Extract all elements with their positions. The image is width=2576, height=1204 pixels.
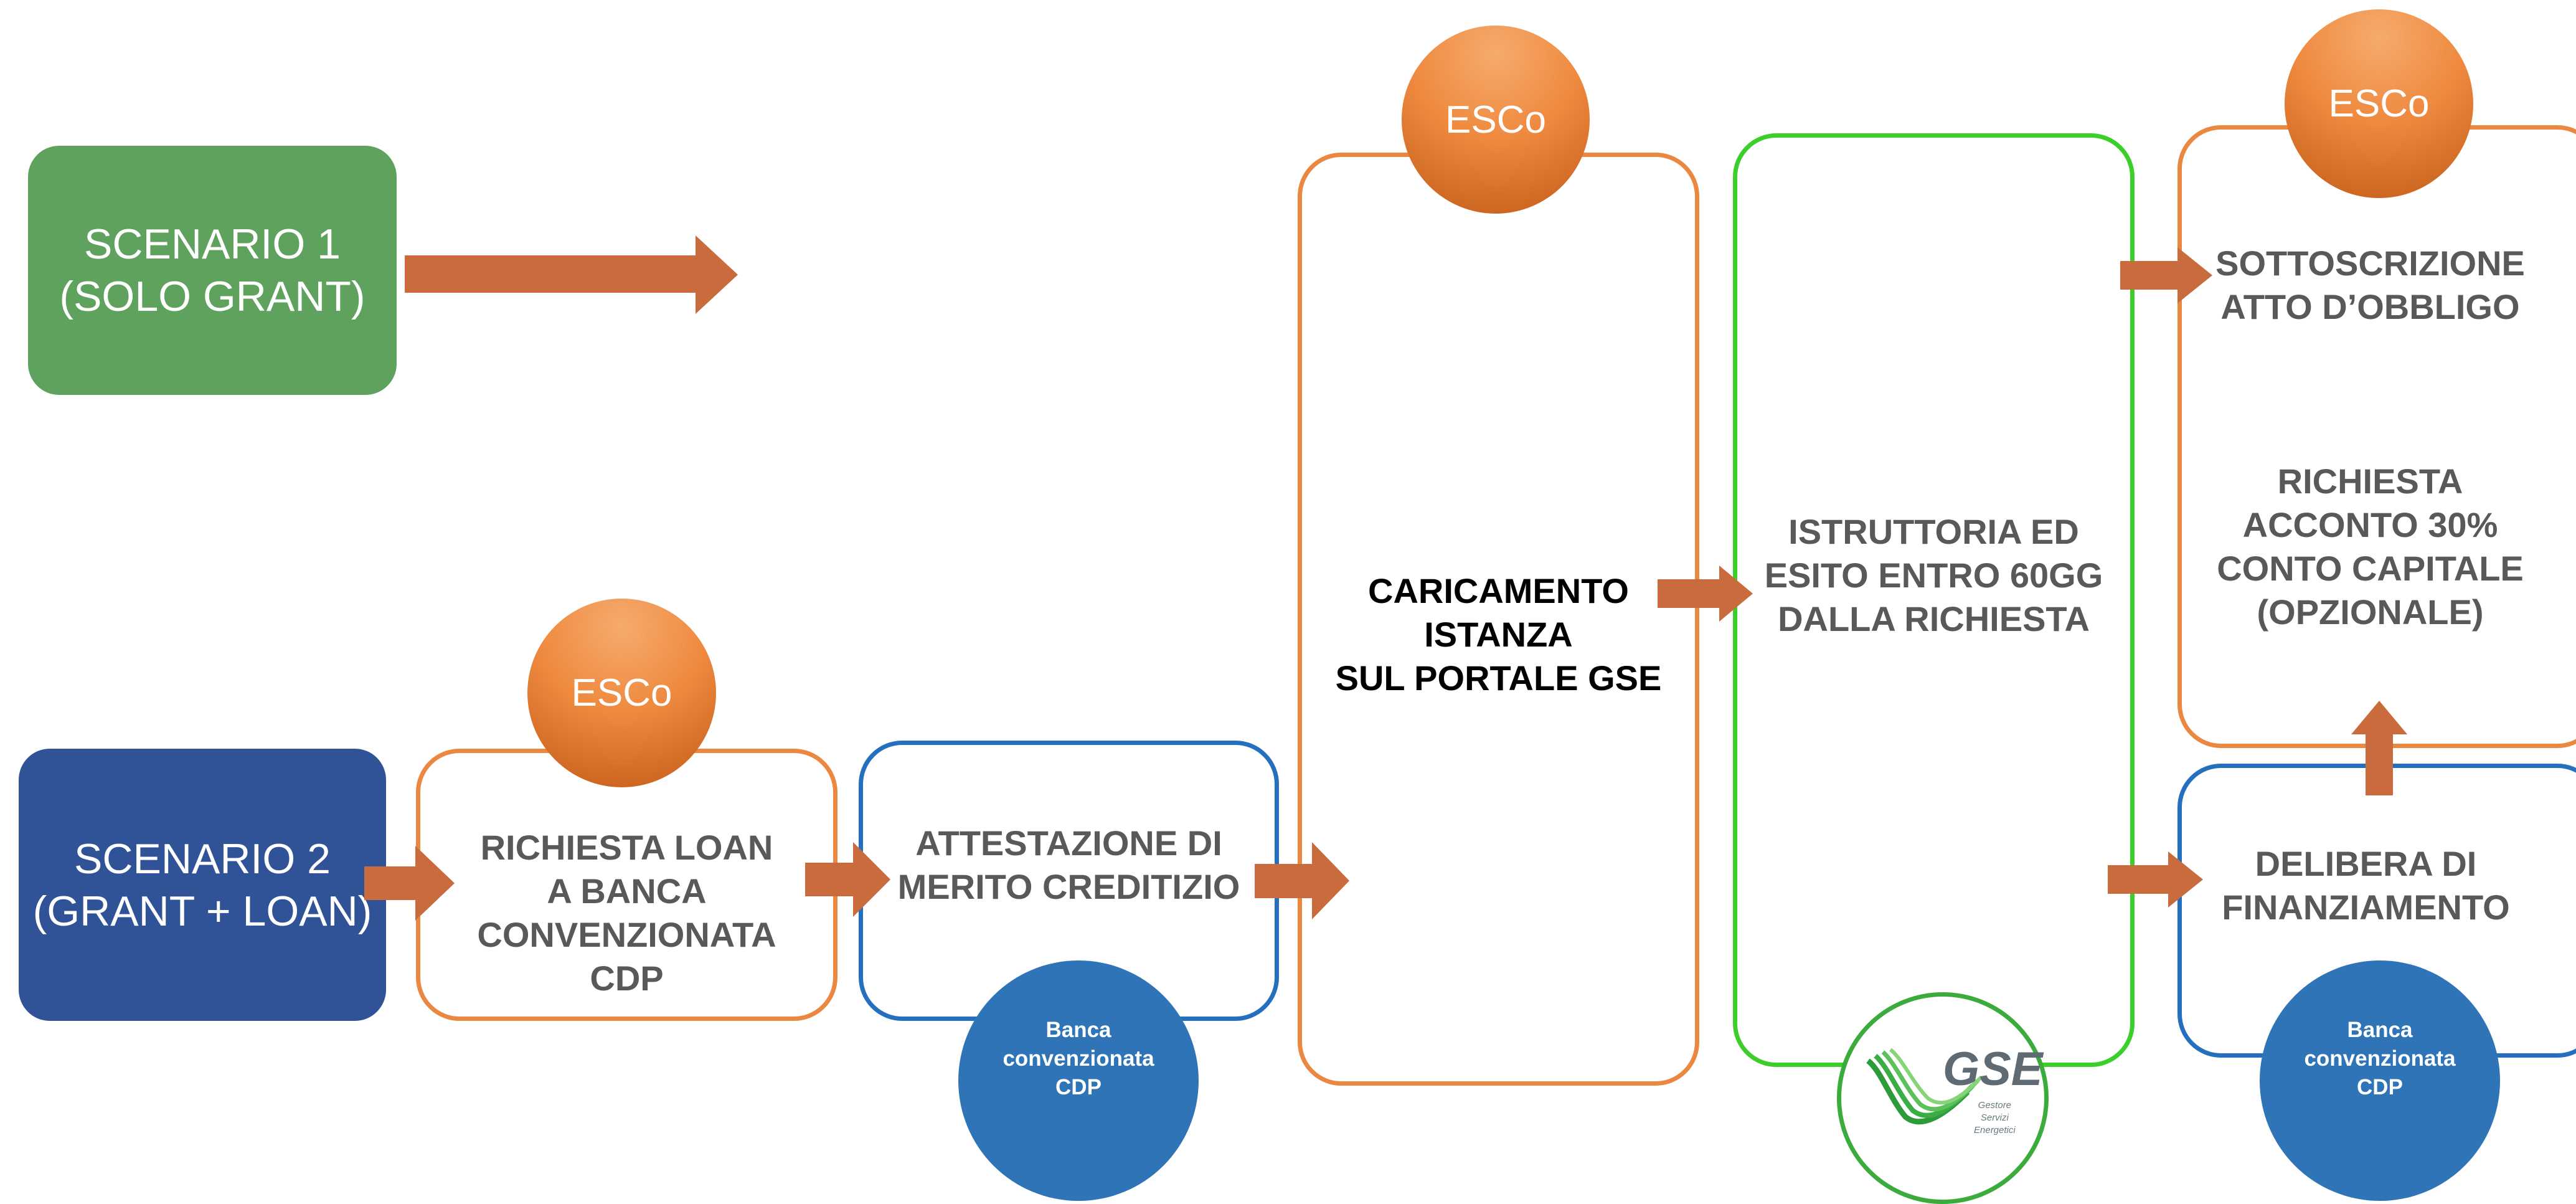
bank-badge-delibera: Banca convenzionata CDP bbox=[2260, 960, 2500, 1201]
step-sottoscrizione-acconto: SOTTOSCRIZIONE ATTO D’OBBLIGO RICHIESTA … bbox=[2177, 125, 2576, 748]
esco-badge-sottoscrizione: ESCo bbox=[2285, 9, 2473, 198]
step-richiesta-loan: RICHIESTA LOAN A BANCA CONVENZIONATA CDP bbox=[416, 749, 837, 1021]
esco-badge-sottoscrizione-label: ESCo bbox=[2328, 82, 2430, 125]
esco-badge-caricamento: ESCo bbox=[1402, 26, 1590, 214]
gse-logo: GSE Gestore Servizi Energetici bbox=[1862, 1023, 2043, 1148]
step-attestazione: ATTESTAZIONE DI MERITO CREDITIZIO bbox=[859, 741, 1279, 1021]
step-caricamento: CARICAMENTO ISTANZA SUL PORTALE GSE bbox=[1298, 153, 1699, 1086]
scenario-1-label: SCENARIO 1 (SOLO GRANT) bbox=[59, 220, 366, 320]
arrow-scenario2-to-loan bbox=[364, 846, 458, 921]
scenario-1-box: SCENARIO 1 (SOLO GRANT) bbox=[28, 146, 397, 395]
scenario-2-box: SCENARIO 2 (GRANT + LOAN) bbox=[19, 749, 386, 1021]
esco-badge-caricamento-label: ESCo bbox=[1445, 98, 1546, 141]
scenario-2-label: SCENARIO 2 (GRANT + LOAN) bbox=[32, 835, 372, 935]
gse-logo-name: GSE bbox=[1943, 1043, 2043, 1096]
step-istruttoria: ISTRUTTORIA ED ESITO ENTRO 60GG DALLA RI… bbox=[1733, 133, 2135, 1067]
gse-wave-icon bbox=[1866, 1048, 1983, 1125]
step-istruttoria-label: ISTRUTTORIA ED ESITO ENTRO 60GG DALLA RI… bbox=[1764, 511, 2103, 638]
step-sottoscrizione-label: SOTTOSCRIZIONE ATTO D’OBBLIGO bbox=[2215, 244, 2525, 326]
arrow-attestazione-to-caricamento bbox=[1255, 842, 1351, 920]
esco-badge-loan-label: ESCo bbox=[571, 671, 672, 714]
arrow-delibera-to-acconto bbox=[2351, 699, 2407, 795]
step-richiesta-loan-label: RICHIESTA LOAN A BANCA CONVENZIONATA CDP bbox=[477, 827, 776, 998]
gse-logo-subtitle: Gestore Servizi Energetici bbox=[1974, 1100, 2016, 1135]
step-acconto-label: RICHIESTA ACCONTO 30% CONTO CAPITALE (OP… bbox=[2217, 462, 2524, 632]
arrow-loan-to-attestazione bbox=[805, 842, 892, 917]
arrow-scenario1-to-caricamento bbox=[405, 235, 738, 314]
step-delibera-label: DELIBERA DI FINANZIAMENTO bbox=[2222, 844, 2510, 927]
step-caricamento-label: CARICAMENTO ISTANZA SUL PORTALE GSE bbox=[1335, 571, 1662, 698]
bank-badge-attestazione-label: Banca convenzionata CDP bbox=[1003, 1018, 1154, 1099]
esco-badge-loan: ESCo bbox=[527, 599, 716, 787]
arrow-caricamento-to-istruttoria bbox=[1658, 566, 1754, 622]
gse-logo-badge: GSE Gestore Servizi Energetici bbox=[1837, 992, 2049, 1204]
arrow-istruttoria-to-sottoscrizione bbox=[2120, 247, 2214, 303]
step-attestazione-label: ATTESTAZIONE DI MERITO CREDITIZIO bbox=[897, 823, 1240, 906]
bank-badge-delibera-label: Banca convenzionata CDP bbox=[2304, 1018, 2456, 1099]
arrow-istruttoria-to-delibera bbox=[2108, 851, 2204, 908]
bank-badge-attestazione: Banca convenzionata CDP bbox=[958, 960, 1199, 1201]
